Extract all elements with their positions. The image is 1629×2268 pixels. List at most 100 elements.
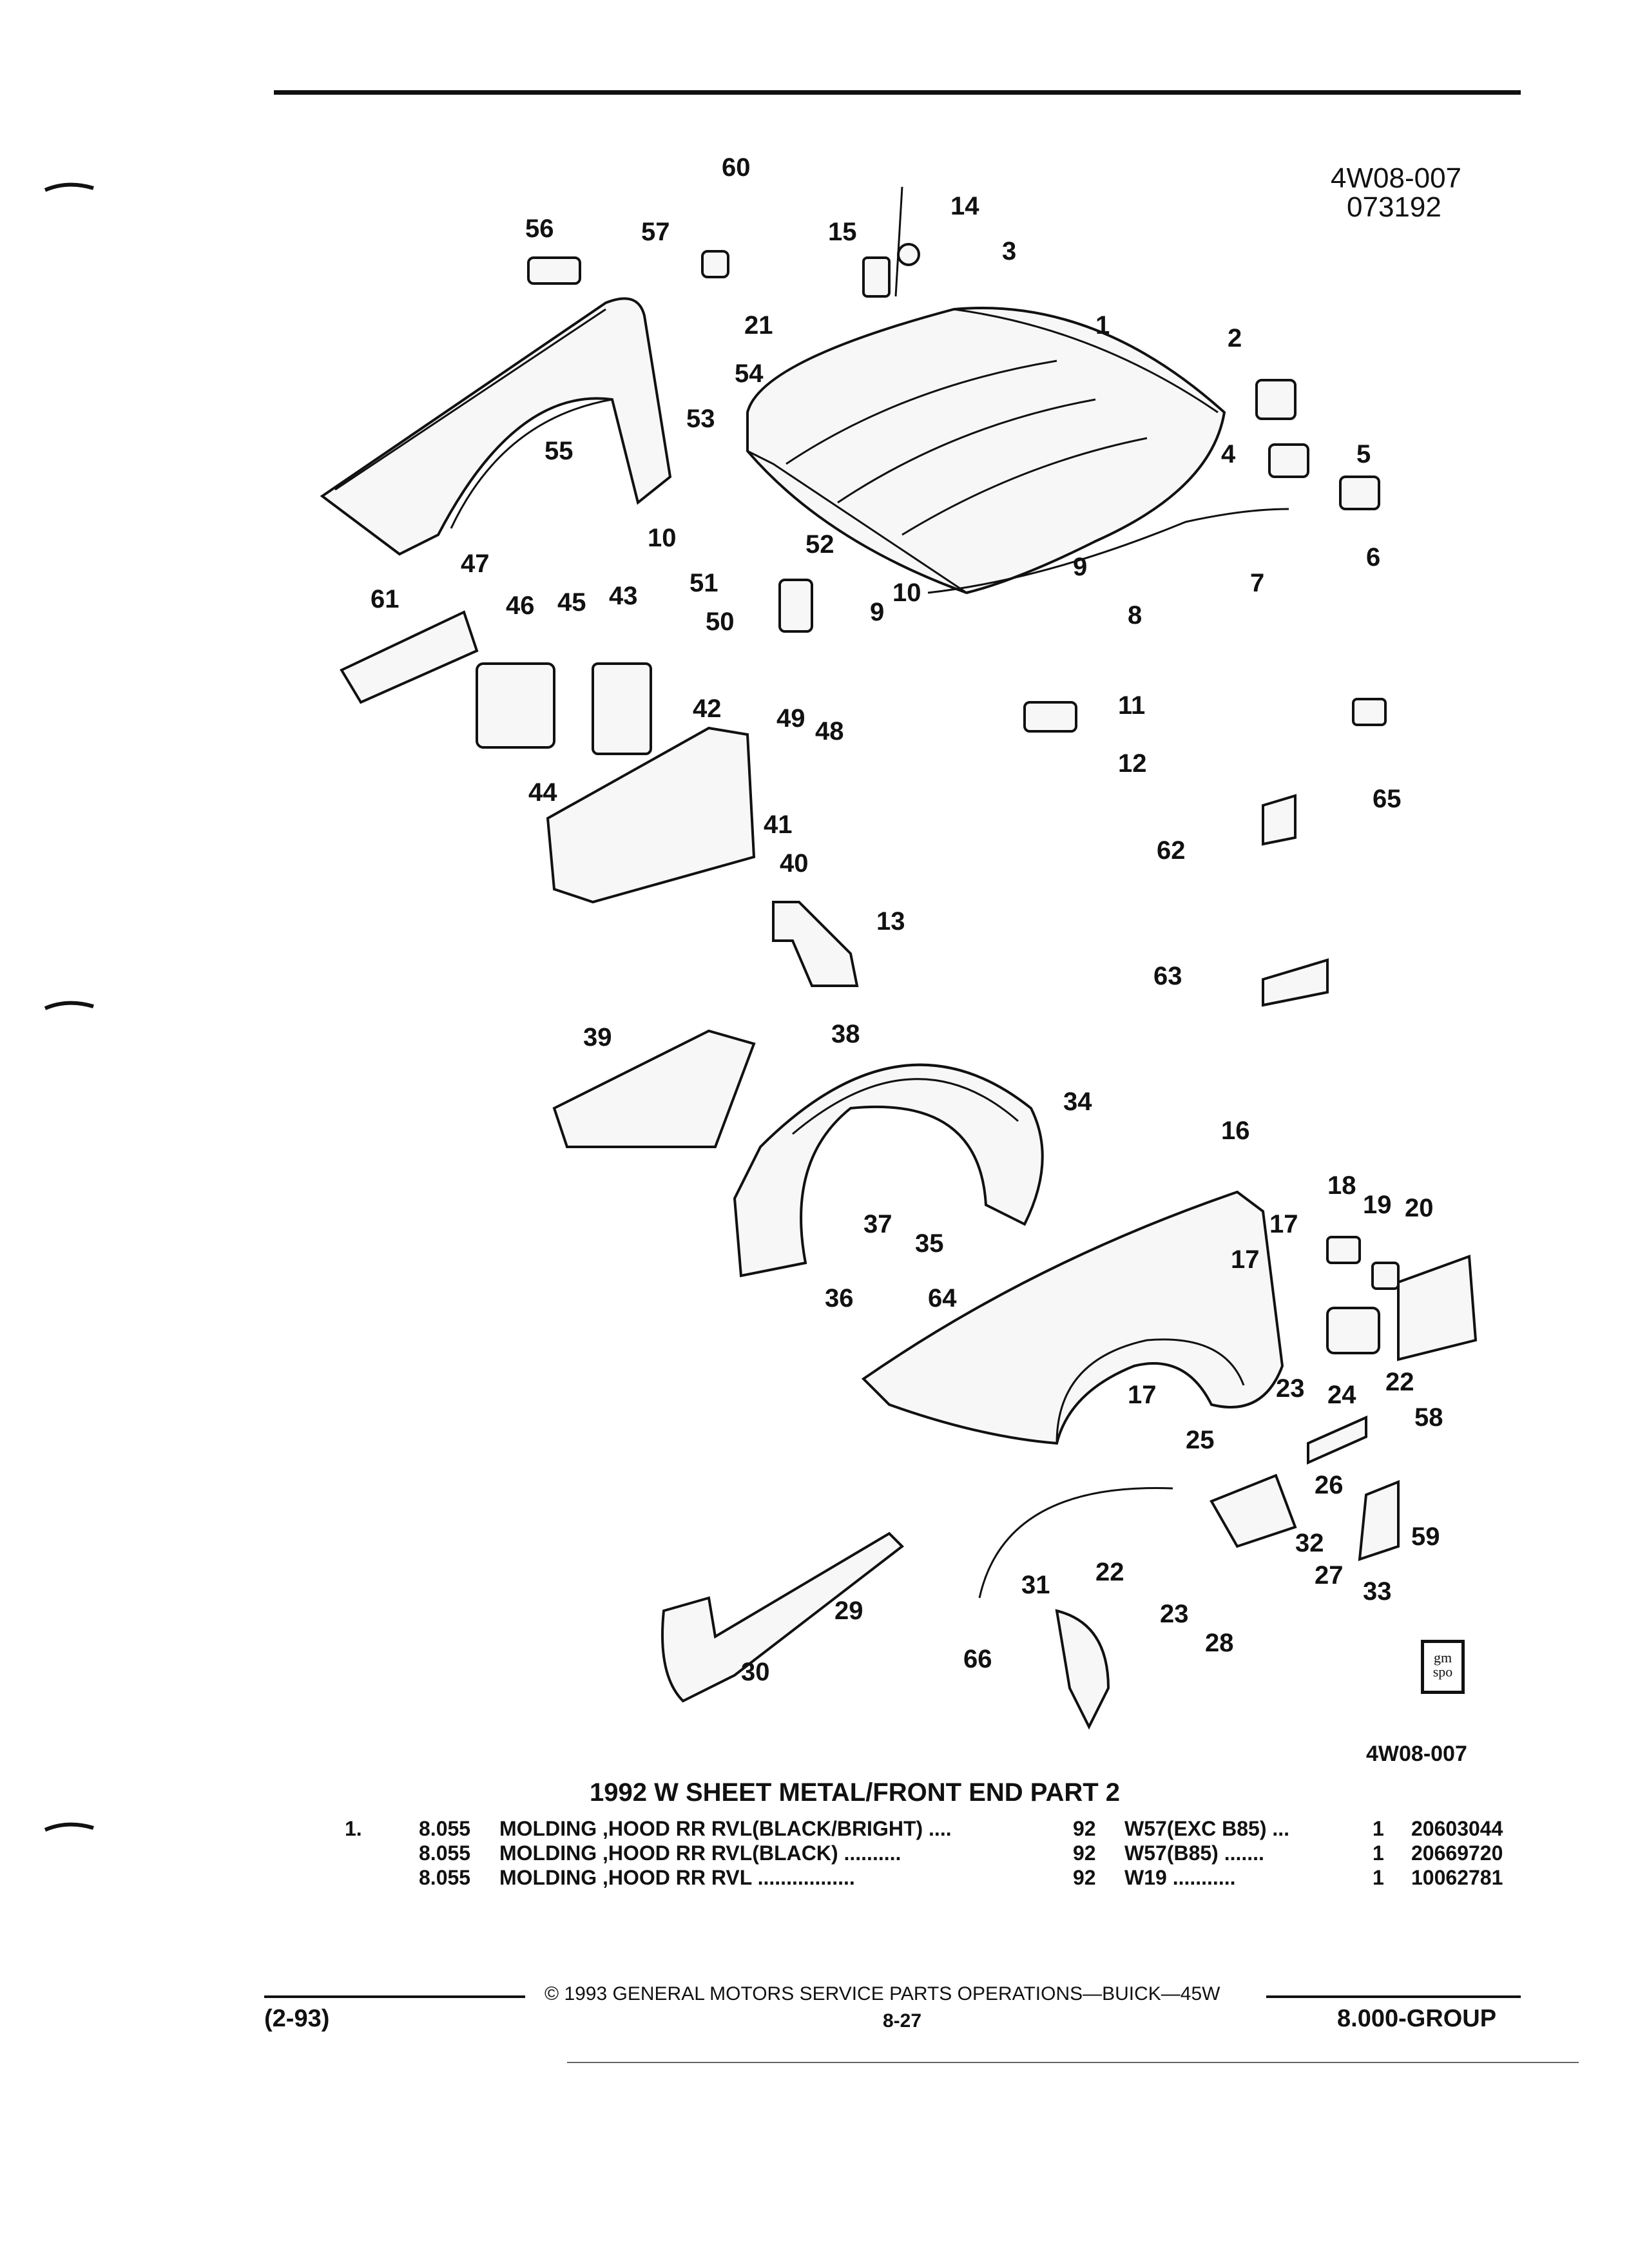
callout-35: 35 — [915, 1229, 944, 1258]
callout-31: 31 — [1021, 1571, 1050, 1599]
model-year: 92 — [1073, 1817, 1096, 1840]
quantity: 1 — [1373, 1841, 1384, 1865]
callout-50: 50 — [706, 608, 735, 636]
callout-41: 41 — [764, 811, 793, 839]
group-number: 8.055 — [419, 1866, 471, 1889]
logo-line-1: gm — [1433, 1649, 1452, 1666]
date-code: 073192 — [1347, 191, 1441, 223]
callout-19: 19 — [1363, 1191, 1392, 1219]
callout-23b: 23 — [1160, 1600, 1189, 1628]
callout-56: 56 — [525, 215, 554, 243]
callout-9b: 9 — [870, 598, 885, 626]
logo-line-2: spo — [1432, 1664, 1453, 1680]
part-number: 10062781 — [1411, 1866, 1503, 1889]
callout-32: 32 — [1295, 1529, 1324, 1557]
item-number: 1. — [345, 1817, 362, 1840]
callout-60: 60 — [722, 153, 751, 182]
callout-16: 16 — [1221, 1117, 1250, 1145]
hood-panel — [746, 307, 1226, 595]
callout-54: 54 — [735, 360, 764, 388]
gm-spo-logo: gm spo — [1421, 1640, 1465, 1694]
callout-8: 8 — [1128, 601, 1142, 629]
callout-2: 2 — [1228, 324, 1242, 352]
callout-62: 62 — [1157, 836, 1186, 865]
callout-59: 59 — [1411, 1523, 1440, 1551]
punch-marks — [44, 182, 94, 1832]
callout-63: 63 — [1153, 962, 1182, 990]
callout-36: 36 — [825, 1284, 854, 1312]
footer-rule-right — [1266, 1995, 1521, 1998]
callout-66: 66 — [963, 1645, 992, 1673]
callout-24: 24 — [1327, 1381, 1356, 1409]
callout-10b: 10 — [892, 579, 921, 607]
section-title: 1992 W SHEET METAL/FRONT END PART 2 — [590, 1778, 1121, 1807]
callout-23a: 23 — [1276, 1374, 1305, 1403]
model-year: 92 — [1073, 1841, 1096, 1865]
callout-22a: 22 — [1385, 1368, 1414, 1396]
callout-34: 34 — [1063, 1088, 1092, 1116]
callout-25: 25 — [1186, 1426, 1215, 1454]
callout-15: 15 — [828, 218, 857, 246]
bottom-scan-line — [567, 2062, 1579, 2063]
callout-3: 3 — [1002, 237, 1017, 265]
callout-21: 21 — [744, 311, 773, 340]
group-label: 8.000-GROUP — [1337, 2005, 1497, 2032]
callout-38: 38 — [831, 1020, 860, 1048]
quantity: 1 — [1373, 1817, 1384, 1840]
callout-51: 51 — [689, 569, 718, 597]
model-year: 92 — [1073, 1866, 1096, 1889]
callout-20: 20 — [1405, 1194, 1434, 1222]
callout-45: 45 — [557, 588, 586, 617]
callout-29: 29 — [834, 1597, 863, 1625]
callout-22b: 22 — [1095, 1558, 1124, 1586]
callout-7: 7 — [1250, 569, 1265, 597]
callout-53: 53 — [686, 405, 715, 433]
callout-26: 26 — [1315, 1471, 1344, 1499]
callout-14: 14 — [950, 192, 979, 220]
callout-30: 30 — [741, 1658, 770, 1686]
callout-44: 44 — [528, 778, 557, 807]
callout-6: 6 — [1366, 543, 1381, 572]
callout-10a: 10 — [648, 524, 677, 552]
group-number: 8.055 — [419, 1841, 471, 1865]
battery-tray — [340, 610, 756, 904]
quantity: 1 — [1373, 1866, 1384, 1889]
callout-17c: 17 — [1128, 1381, 1157, 1409]
callout-17b: 17 — [1231, 1245, 1260, 1274]
front-fender — [861, 1190, 1284, 1445]
callout-47: 47 — [461, 550, 490, 578]
illustration-code: 4W08-007 — [1331, 162, 1462, 194]
callout-9a: 9 — [1073, 553, 1088, 581]
usage: W19 ........... — [1124, 1866, 1236, 1889]
callout-27: 27 — [1315, 1561, 1344, 1590]
footer-rule-left — [264, 1995, 525, 1998]
wheelhouse-liner — [733, 1063, 1044, 1278]
copyright: © 1993 GENERAL MOTORS SERVICE PARTS OPER… — [545, 1983, 1220, 2004]
figure-code: 4W08-007 — [1366, 1742, 1467, 1766]
callout-18: 18 — [1327, 1171, 1356, 1200]
group-number: 8.055 — [419, 1817, 471, 1840]
callout-43: 43 — [609, 582, 638, 610]
callout-64: 64 — [928, 1284, 957, 1312]
part-description: MOLDING ,HOOD RR RVL ................. — [499, 1866, 855, 1889]
callout-4: 4 — [1221, 440, 1236, 468]
part-number: 20669720 — [1411, 1841, 1503, 1865]
callout-58: 58 — [1414, 1403, 1443, 1432]
callout-57: 57 — [641, 218, 670, 246]
part-description: MOLDING ,HOOD RR RVL(BLACK/BRIGHT) .... — [499, 1817, 952, 1840]
callout-49: 49 — [776, 704, 805, 733]
callout-17a: 17 — [1269, 1210, 1298, 1238]
callout-13: 13 — [876, 907, 905, 936]
callout-37: 37 — [863, 1210, 892, 1238]
callout-33: 33 — [1363, 1577, 1392, 1606]
front-end-panel — [320, 256, 672, 556]
callout-65: 65 — [1373, 785, 1402, 813]
callout-40: 40 — [780, 849, 809, 878]
page-number: 8-27 — [883, 2010, 922, 2032]
callout-12: 12 — [1118, 749, 1147, 778]
callout-1: 1 — [1095, 311, 1110, 340]
part-number: 20603044 — [1411, 1817, 1503, 1840]
callout-11: 11 — [1118, 691, 1146, 720]
part-description: MOLDING ,HOOD RR RVL(BLACK) .......... — [499, 1841, 901, 1865]
callout-46: 46 — [506, 591, 535, 620]
